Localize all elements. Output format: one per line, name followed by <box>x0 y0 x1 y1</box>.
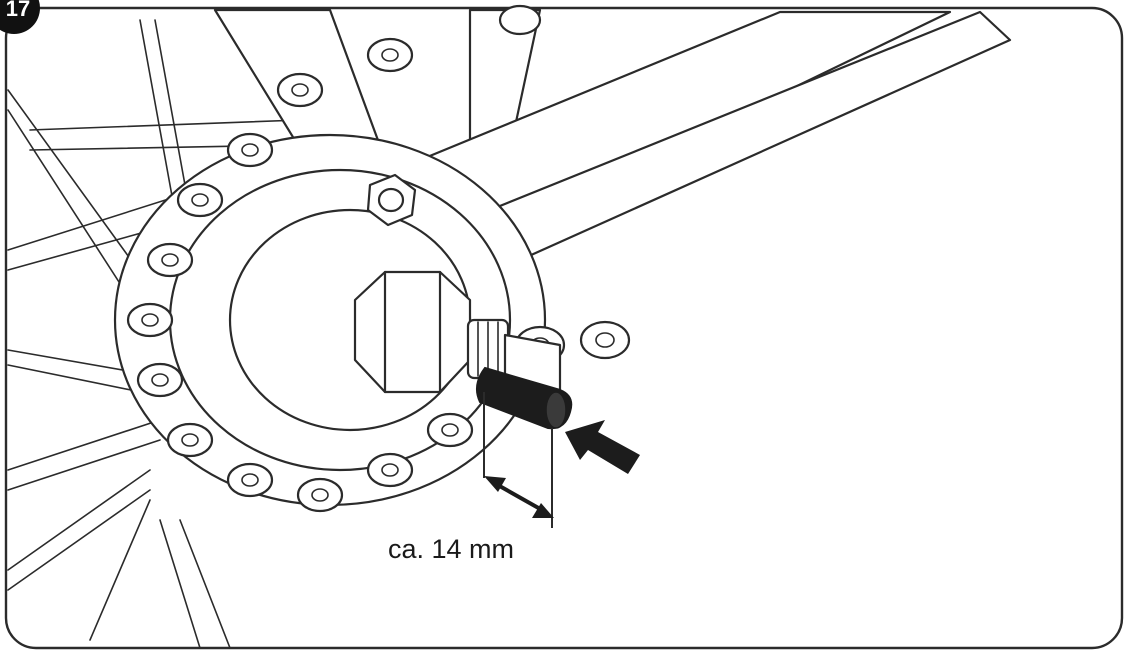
frame-bolt <box>366 173 417 227</box>
chain <box>126 4 631 513</box>
measurement-label: ca. 14 mm <box>388 534 515 564</box>
axle-pin <box>475 333 573 430</box>
push-arrow-icon <box>565 420 640 474</box>
step-number: 17 <box>5 0 31 21</box>
measurement-dimension <box>483 392 554 528</box>
frame-border <box>4 6 1124 650</box>
step-badge <box>0 0 40 34</box>
axle-nut <box>353 270 510 394</box>
